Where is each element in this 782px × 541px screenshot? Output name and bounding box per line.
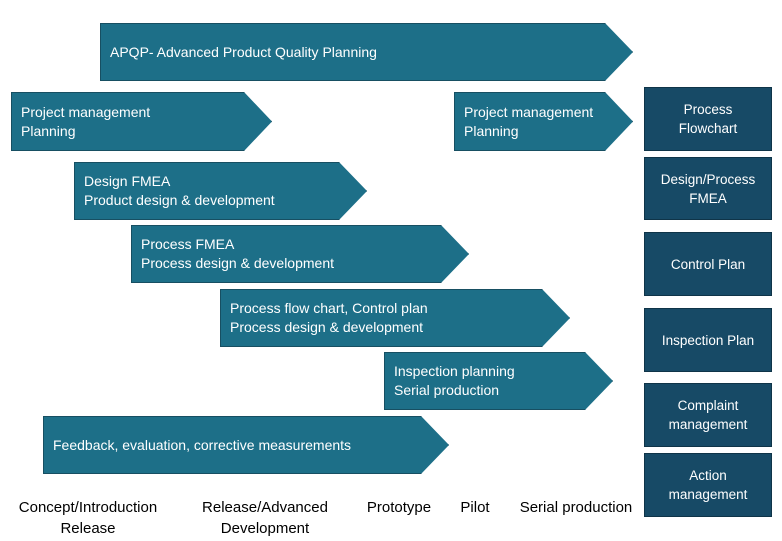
arrow-line2: Planning	[21, 122, 76, 139]
box-line1: Action	[689, 468, 727, 483]
arrow-line1: Project management	[21, 103, 151, 120]
apqp-title-arrow: APQP- Advanced Product Quality Planning	[100, 23, 633, 81]
box-line2: Flowchart	[678, 121, 738, 136]
box-line1: Process	[683, 102, 733, 117]
box-action-management: Action management	[644, 453, 772, 517]
phase-line2: Release	[60, 520, 116, 537]
box-complaint-management: Complaint management	[644, 383, 772, 447]
box-line1: Inspection Plan	[661, 332, 755, 348]
arrow-line1: Feedback, evaluation, corrective measure…	[53, 436, 352, 453]
arrow-line1: Process FMEA	[141, 236, 235, 252]
arrow-line2: Planning	[464, 122, 519, 139]
box-line1: Control Plan	[670, 256, 746, 272]
phase-line1: Release/Advanced	[202, 499, 328, 516]
arrow-line2: Process design & development	[230, 319, 423, 335]
box-line2: management	[668, 417, 748, 432]
arrow-feedback: Feedback, evaluation, corrective measure…	[43, 416, 449, 474]
arrow-design-fmea: Design FMEA Product design & development	[74, 162, 367, 220]
box-line2: management	[668, 487, 748, 502]
arrow-process-fmea: Process FMEA Process design & developmen…	[131, 225, 469, 283]
phase-concept: Concept/Introduction Release	[4, 497, 172, 539]
phase-line1: Serial production	[519, 499, 633, 516]
arrow-line1: Design FMEA	[84, 173, 171, 189]
box-inspection-plan: Inspection Plan	[644, 308, 772, 372]
phase-line1: Pilot	[460, 499, 490, 516]
arrow-line1: Process flow chart, Control plan	[230, 300, 428, 316]
apqp-title-label: APQP- Advanced Product Quality Planning	[110, 43, 377, 60]
arrow-line2: Product design & development	[84, 192, 275, 208]
box-control-plan: Control Plan	[644, 232, 772, 296]
box-line2: FMEA	[689, 190, 727, 206]
arrow-process-flow-chart: Process flow chart, Control plan Process…	[220, 289, 570, 347]
arrow-line1: Inspection planning	[394, 363, 515, 379]
arrow-line2: Process design & development	[141, 255, 334, 271]
arrow-line2: Serial production	[394, 382, 500, 398]
box-line1: Complaint	[677, 398, 739, 413]
arrow-inspection-planning: Inspection planning Serial production	[384, 352, 613, 410]
arrow-project-management-right: Project management Planning	[454, 92, 633, 151]
phase-release-advanced: Release/Advanced Development	[192, 497, 338, 539]
phase-pilot: Pilot	[452, 497, 498, 518]
phase-line1: Prototype	[366, 499, 432, 516]
box-design-process-fmea: Design/Process FMEA	[644, 157, 772, 220]
box-process-flowchart: Process Flowchart	[644, 87, 772, 151]
box-line1: Design/Process	[660, 171, 756, 187]
arrow-project-management-left: Project management Planning	[11, 92, 272, 151]
phase-line2: Development	[220, 520, 310, 537]
phase-prototype: Prototype	[357, 497, 441, 518]
phase-serial-production: Serial production	[510, 497, 642, 518]
phase-line1: Concept/Introduction	[18, 499, 158, 516]
arrow-line1: Project management	[464, 103, 594, 120]
